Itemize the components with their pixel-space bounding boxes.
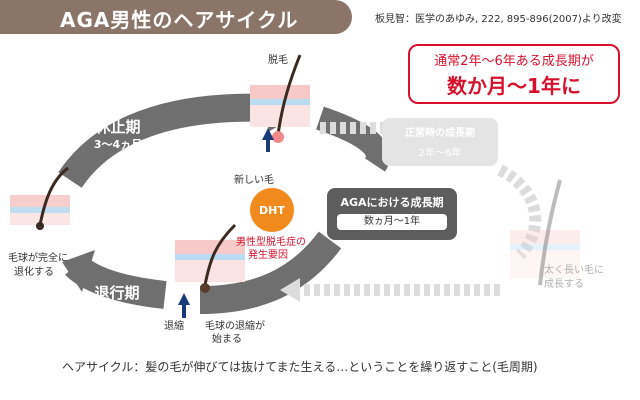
up-arrow-retract xyxy=(178,293,190,318)
callout-line-1: 通常2年〜6年ある成長期が xyxy=(434,54,594,69)
dht-cause-line-2: 発生要因 xyxy=(248,250,288,261)
normal-anagen-name: 正常時の成長期 xyxy=(405,128,475,139)
normal-cycle-arrowhead xyxy=(280,278,300,302)
thick-long-line-1: 太く長い毛に xyxy=(544,265,604,276)
up-arrow-new-hair xyxy=(262,128,274,152)
footer-caption: ヘアサイクル：髪の毛が伸びては抜けてまた生える…ということを繰り返すこと(毛周期… xyxy=(62,360,538,374)
growth-phase-callout: 通常2年〜6年ある成長期が 数か月〜1年に xyxy=(408,44,620,104)
retract-label: 退縮 xyxy=(164,321,184,332)
hair-new-growth xyxy=(276,54,302,136)
phase-catagen-name: 退行期 xyxy=(94,284,140,302)
phase-catagen: 退行期 2週間 xyxy=(82,284,152,320)
hair-normal-long xyxy=(538,179,562,286)
aga-anagen-duration: 数ヵ月〜1年 xyxy=(363,216,421,227)
dht-cause-line-1: 男性型脱毛症の xyxy=(236,237,306,248)
bulb-regressed-line-2: 退化する xyxy=(14,267,54,278)
phase-catagen-duration: 2週間 xyxy=(102,304,132,317)
normal-anagen-box: 正常時の成長期 2年〜6年 xyxy=(382,118,498,166)
source-citation: 板見智：医学のあゆみ, 222, 895-896(2007)より改変 xyxy=(375,14,622,25)
hair-telogen xyxy=(38,166,69,226)
bulb-shrink-line-2: 始まる xyxy=(212,334,242,345)
aga-anagen-name: AGAにおける成長期 xyxy=(340,196,444,209)
callout-line-2: 数か月〜1年に xyxy=(447,74,581,98)
dht-label: DHT xyxy=(259,204,285,217)
phase-telogen: 休止期 3〜4ヵ月 xyxy=(78,118,158,154)
cycle-arrow-right xyxy=(316,106,390,172)
aga-anagen-box: AGAにおける成長期 数ヵ月〜1年 xyxy=(327,188,457,240)
hair-bulb-telogen xyxy=(36,222,44,230)
page-title: AGA男性のヘアサイクル xyxy=(60,8,299,32)
thick-long-line-2: 成長する xyxy=(544,279,584,290)
cycle-arrowhead-left xyxy=(62,250,95,292)
title-banner: AGA男性のヘアサイクル xyxy=(0,0,352,34)
new-hair-label: 新しい毛 xyxy=(234,175,274,186)
normal-cycle-arrow-right xyxy=(497,164,542,260)
cycle-arrow-top xyxy=(58,93,271,189)
skin-normal-anagen xyxy=(510,230,580,278)
skin-catagen xyxy=(175,240,245,282)
shedding-label: 脱毛 xyxy=(268,55,288,66)
bulb-regressed-line-1: 毛球が完全に xyxy=(8,253,68,264)
hair-bulb-catagen xyxy=(200,283,210,293)
normal-anagen-duration: 2年〜6年 xyxy=(418,148,462,159)
phase-telogen-name: 休止期 xyxy=(95,118,141,136)
hair-catagen xyxy=(203,223,237,286)
cycle-arrow-bottom xyxy=(199,231,342,314)
bulb-shrink-line-1: 毛球の退縮が xyxy=(205,321,265,332)
aga-anagen-duration-pill: 数ヵ月〜1年 xyxy=(337,214,447,230)
phase-telogen-duration: 3〜4ヵ月 xyxy=(93,138,143,151)
hair-bulb-new xyxy=(272,131,284,143)
dht-circle xyxy=(250,188,294,232)
